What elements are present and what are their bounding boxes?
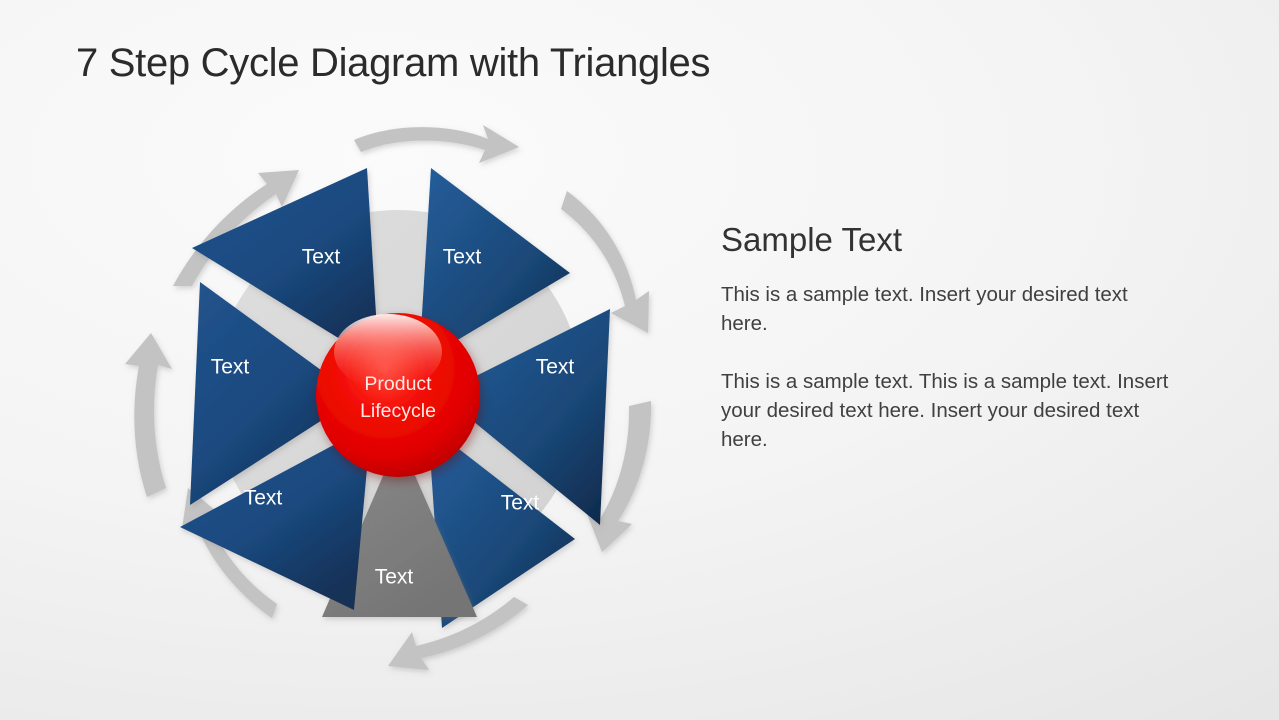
step-wedge-label: Text — [302, 246, 341, 269]
step-wedge-top-left[interactable]: Text — [192, 168, 379, 363]
hub-gloss-highlight — [334, 314, 442, 390]
step-wedge-label: Text — [375, 566, 414, 589]
cycle-arrow-1-icon — [354, 125, 519, 163]
cycle-diagram-svg: Text Text Text Text — [125, 125, 652, 670]
cycle-arrow-7-icon — [173, 170, 299, 286]
cycle-arrow-3-icon — [587, 401, 652, 552]
step-wedge-shape[interactable] — [428, 425, 575, 628]
step-wedge-shape[interactable] — [192, 168, 379, 363]
panel-heading: Sample Text — [721, 221, 902, 258]
step-wedge-shape[interactable] — [440, 309, 610, 525]
step-wedge-left[interactable]: Text — [190, 282, 358, 505]
step-wedge-label: Text — [536, 356, 575, 379]
description-panel: Sample Text This is a sample text. Inser… — [721, 221, 1173, 454]
cycle-arrow-6-icon — [125, 333, 172, 497]
step-wedge-shape[interactable] — [190, 282, 358, 505]
cycle-diagram[interactable]: Text Text Text Text — [100, 105, 700, 685]
panel-paragraph-1: This is a sample text. Insert your desir… — [721, 283, 1128, 336]
step-wedge-shape[interactable] — [180, 425, 371, 610]
panel-paragraph-2: This is a sample text. This is a sample … — [721, 369, 1169, 451]
step-wedge-bottom-left[interactable]: Text — [180, 425, 371, 610]
step-wedge-label: Text — [501, 492, 540, 515]
cycle-arrow-4-icon — [388, 597, 528, 670]
center-hub[interactable]: Product Lifecycle — [316, 313, 480, 477]
step-wedge-shape[interactable] — [322, 439, 477, 617]
hub-label-line2: Lifecycle — [360, 400, 436, 422]
step-wedge-group[interactable]: Text Text Text Text — [180, 168, 610, 628]
step-wedge-label: Text — [443, 246, 482, 269]
step-wedge-right[interactable]: Text — [440, 309, 610, 525]
step-wedge-bottom[interactable]: Text — [322, 439, 477, 617]
step-wedge-label: Text — [244, 487, 283, 510]
step-wedge-shape[interactable] — [419, 168, 570, 363]
page-title: 7 Step Cycle Diagram with Triangles — [76, 41, 711, 85]
step-wedge-top-right[interactable]: Text — [419, 168, 570, 363]
step-wedge-bottom-right[interactable]: Text — [428, 425, 575, 628]
cycle-arrow-2-icon — [561, 191, 649, 333]
hub-label-line1: Product — [364, 373, 432, 395]
step-wedge-label: Text — [211, 356, 250, 379]
